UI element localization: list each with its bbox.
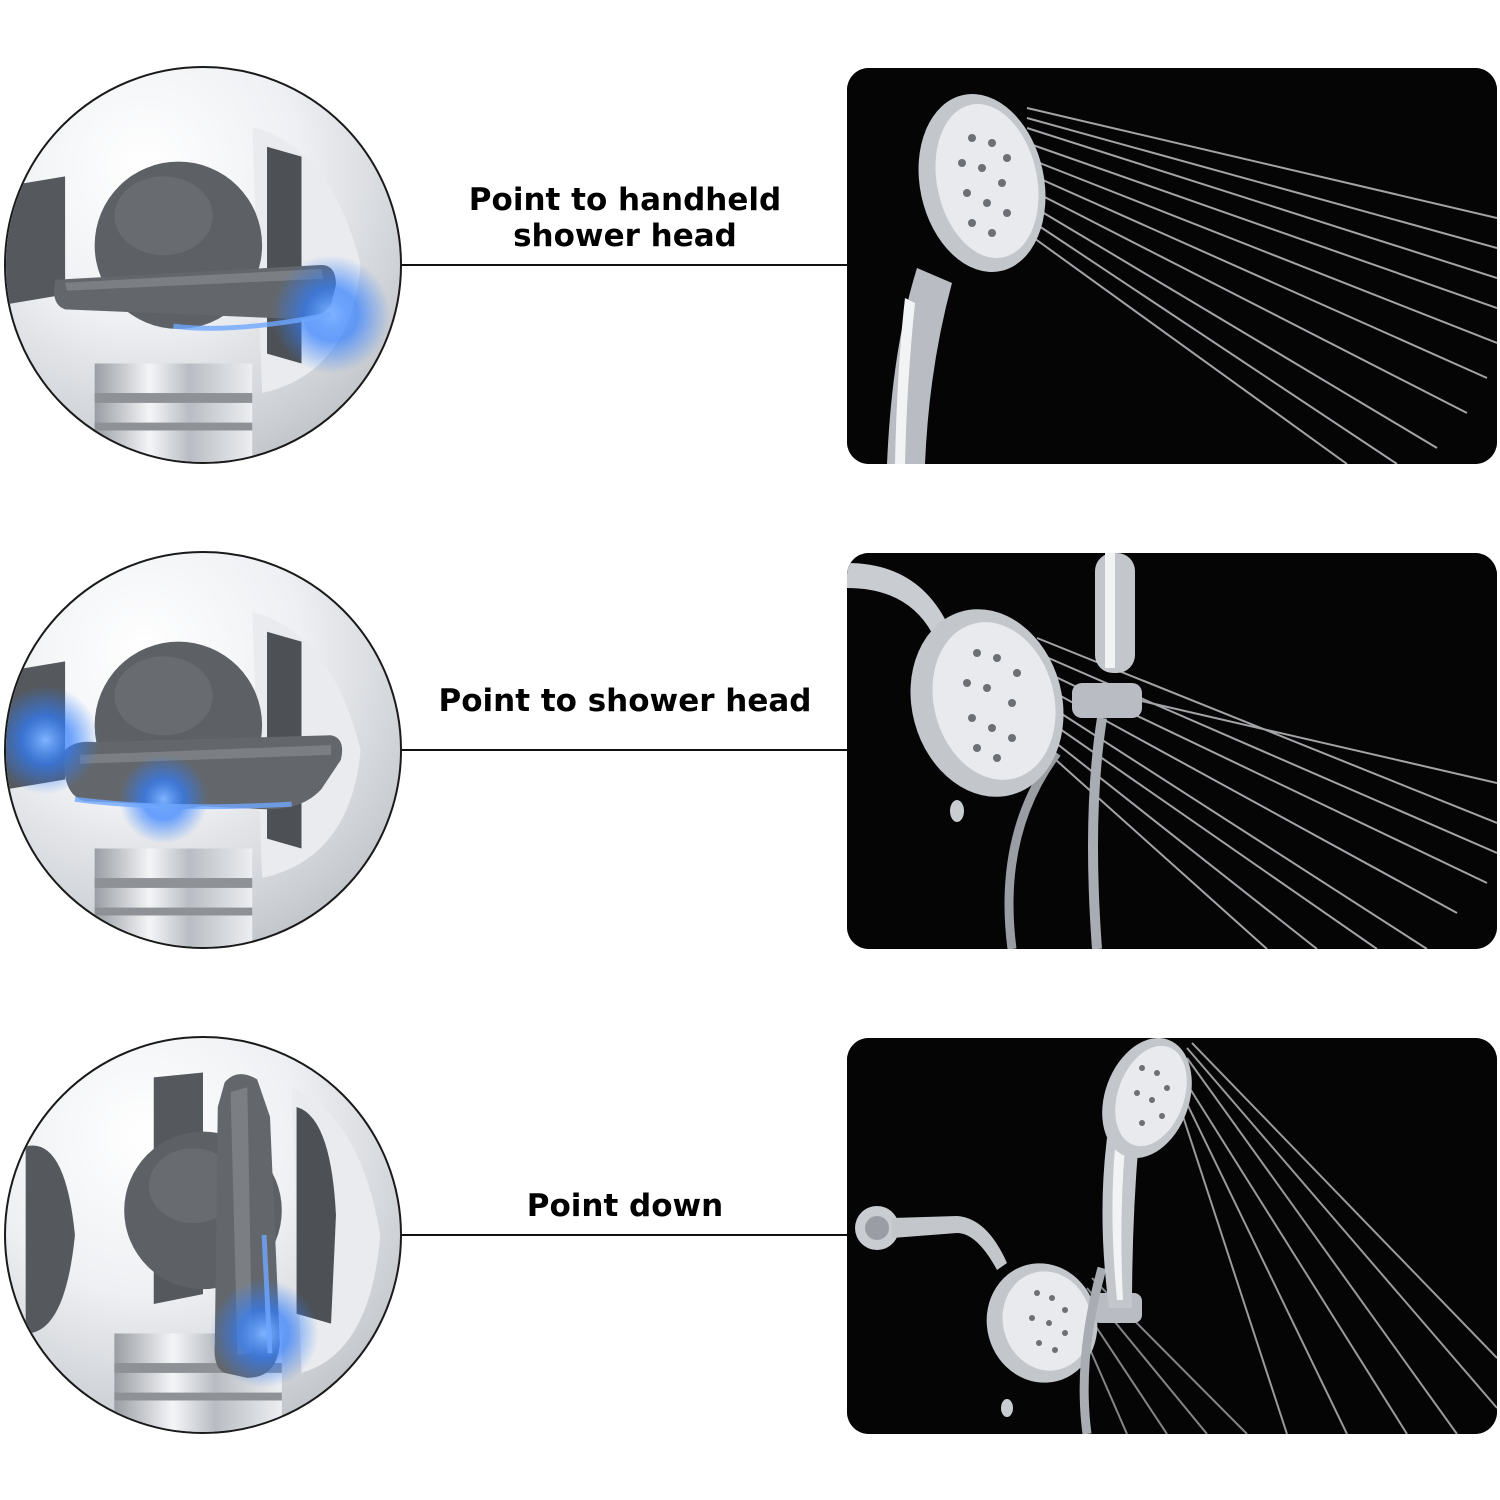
step-row-overhead: Point to shower head: [0, 551, 1500, 951]
photo-dual-spray: [847, 1038, 1497, 1434]
caption-line-1: Point down: [526, 1188, 724, 1224]
dual-spray-illustration: [847, 1038, 1497, 1434]
diverter-lever-closeup: [4, 1036, 402, 1434]
diverter-lever-closeup: [4, 66, 402, 464]
caption-line-2: shower head: [513, 218, 737, 254]
caption-line-1: Point to handheld: [468, 182, 782, 218]
photo-handheld-spray: [847, 68, 1497, 464]
step-row-handheld: Point to handheld shower head: [0, 66, 1500, 466]
overhead-spray-illustration: [847, 553, 1497, 949]
diverter-lever-closeup: [4, 551, 402, 949]
lever-overhead-position: [6, 612, 361, 947]
connector-line: [402, 1234, 848, 1236]
step-caption: Point to handheld shower head: [410, 182, 840, 254]
handheld-spray-illustration: [847, 68, 1497, 464]
lever-down-position: [25, 1072, 381, 1432]
connector-line: [402, 749, 848, 751]
step-caption: Point to shower head: [410, 683, 840, 719]
caption-line-1: Point to shower head: [438, 683, 812, 719]
step-caption: Point down: [410, 1188, 840, 1224]
lever-handheld-position: [6, 127, 391, 462]
connector-line: [402, 264, 848, 266]
photo-overhead-spray: [847, 553, 1497, 949]
step-row-down: Point down: [0, 1036, 1500, 1436]
